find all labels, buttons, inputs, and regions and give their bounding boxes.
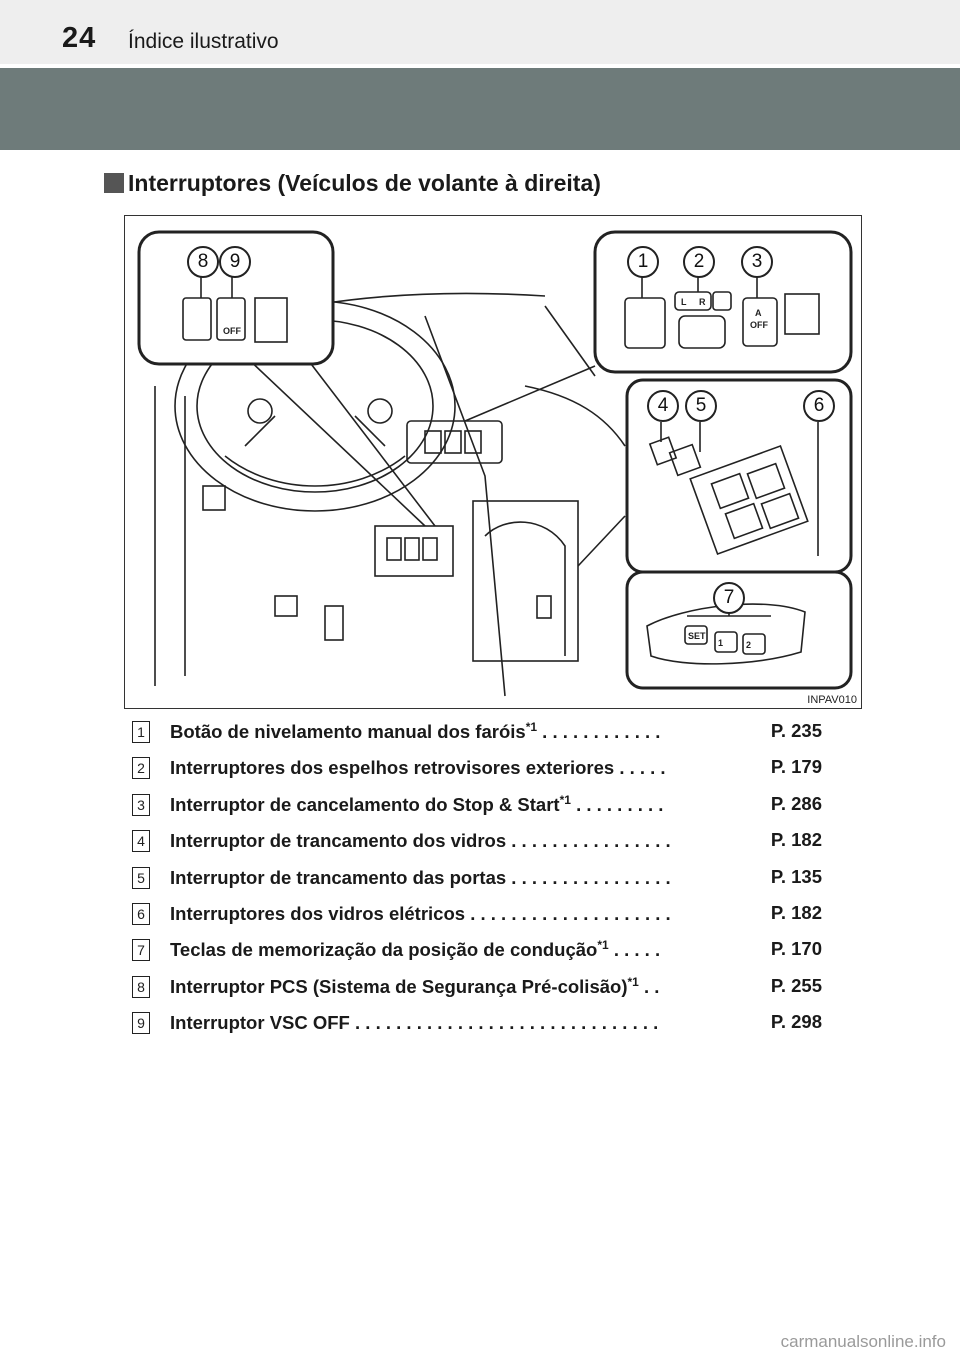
item-number: 5 [132, 866, 150, 889]
heading-bullet-icon [104, 173, 124, 193]
item-label: Teclas de memorização da posição de cond… [170, 938, 661, 961]
callout-7: 7 [713, 582, 745, 614]
item-page-ref[interactable]: P. 182 [770, 901, 822, 923]
item-number: 8 [132, 975, 150, 998]
item-page-ref[interactable]: P. 179 [770, 756, 822, 778]
item-number: 2 [132, 757, 150, 780]
item-number: 3 [132, 793, 150, 816]
item-label: Interruptor de trancamento das portas . … [170, 866, 671, 888]
item-number: 7 [132, 939, 150, 962]
vsc-off-text: OFF [223, 326, 241, 336]
item-label: Interruptor de cancelamento do Stop & St… [170, 792, 664, 815]
item-label: Interruptores dos espelhos retrovisores … [170, 757, 666, 779]
dashboard-illustration: OFF OFF SET 1 2 L R A 8 9 1 2 3 4 5 6 7 … [124, 215, 862, 709]
item-number: 6 [132, 902, 150, 925]
list-item: 9 Interruptor VSC OFF . . . . . . . . . … [132, 1009, 832, 1045]
callout-9: 9 [219, 246, 251, 278]
item-label: Interruptores dos vidros elétricos . . .… [170, 903, 671, 925]
item-page-ref[interactable]: P. 135 [770, 865, 822, 887]
watermark[interactable]: carmanualsonline.info [780, 1332, 946, 1351]
item-page-ref[interactable]: P. 255 [770, 974, 822, 996]
item-page-ref[interactable]: P. 286 [770, 792, 822, 814]
item-label: Botão de nivelamento manual dos faróis*1… [170, 720, 661, 743]
callout-6: 6 [803, 390, 835, 422]
item-number: 4 [132, 830, 150, 853]
list-item: 4 Interruptor de trancamento dos vidros … [132, 827, 832, 863]
list-item: 7 Teclas de memorização da posição de co… [132, 936, 832, 972]
figure-code: INPAV010 [807, 694, 857, 706]
callout-1: 1 [627, 246, 659, 278]
title-bar [0, 68, 960, 150]
mirror-left-text: L [681, 297, 687, 307]
list-item: 6 Interruptores dos vidros elétricos . .… [132, 900, 832, 936]
callout-2: 2 [683, 246, 715, 278]
item-label: Interruptor de trancamento dos vidros . … [170, 830, 671, 852]
item-label: Interruptor VSC OFF . . . . . . . . . . … [170, 1012, 659, 1034]
header-band: 24 Índice ilustrativo [0, 0, 960, 64]
auto-stop-text: A [755, 308, 762, 318]
item-label: Interruptor PCS (Sistema de Segurança Pr… [170, 974, 660, 997]
memory-1-text: 1 [718, 638, 723, 648]
list-item: 5 Interruptor de trancamento das portas … [132, 864, 832, 900]
callout-5: 5 [685, 390, 717, 422]
item-number: 9 [132, 1012, 150, 1035]
callout-4: 4 [647, 390, 679, 422]
page-number: 24 [62, 22, 97, 54]
stop-start-off-text: OFF [750, 320, 768, 330]
callout-8: 8 [187, 246, 219, 278]
list-item: 8 Interruptor PCS (Sistema de Segurança … [132, 973, 832, 1009]
item-page-ref[interactable]: P. 170 [770, 938, 822, 960]
heading-text: Interruptores (Veículos de volante à dir… [128, 170, 601, 196]
item-number: 1 [132, 721, 150, 743]
dashboard-drawing: OFF OFF SET 1 2 L R A [137, 230, 853, 697]
item-page-ref[interactable]: P. 298 [770, 1011, 822, 1033]
list-item: 3 Interruptor de cancelamento do Stop & … [132, 791, 832, 827]
callout-3: 3 [741, 246, 773, 278]
section-title: Índice ilustrativo [128, 30, 279, 53]
section-heading: Interruptores (Veículos de volante à dir… [104, 170, 601, 197]
switch-index-list: 1 Botão de nivelamento manual dos faróis… [132, 718, 832, 1046]
item-page-ref[interactable]: P. 235 [770, 720, 822, 741]
list-item: 2 Interruptores dos espelhos retrovisore… [132, 754, 832, 790]
set-button-text: SET [688, 631, 706, 641]
mirror-right-text: R [699, 297, 706, 307]
item-page-ref[interactable]: P. 182 [770, 829, 822, 851]
memory-2-text: 2 [746, 640, 751, 650]
list-item: 1 Botão de nivelamento manual dos faróis… [132, 718, 832, 754]
